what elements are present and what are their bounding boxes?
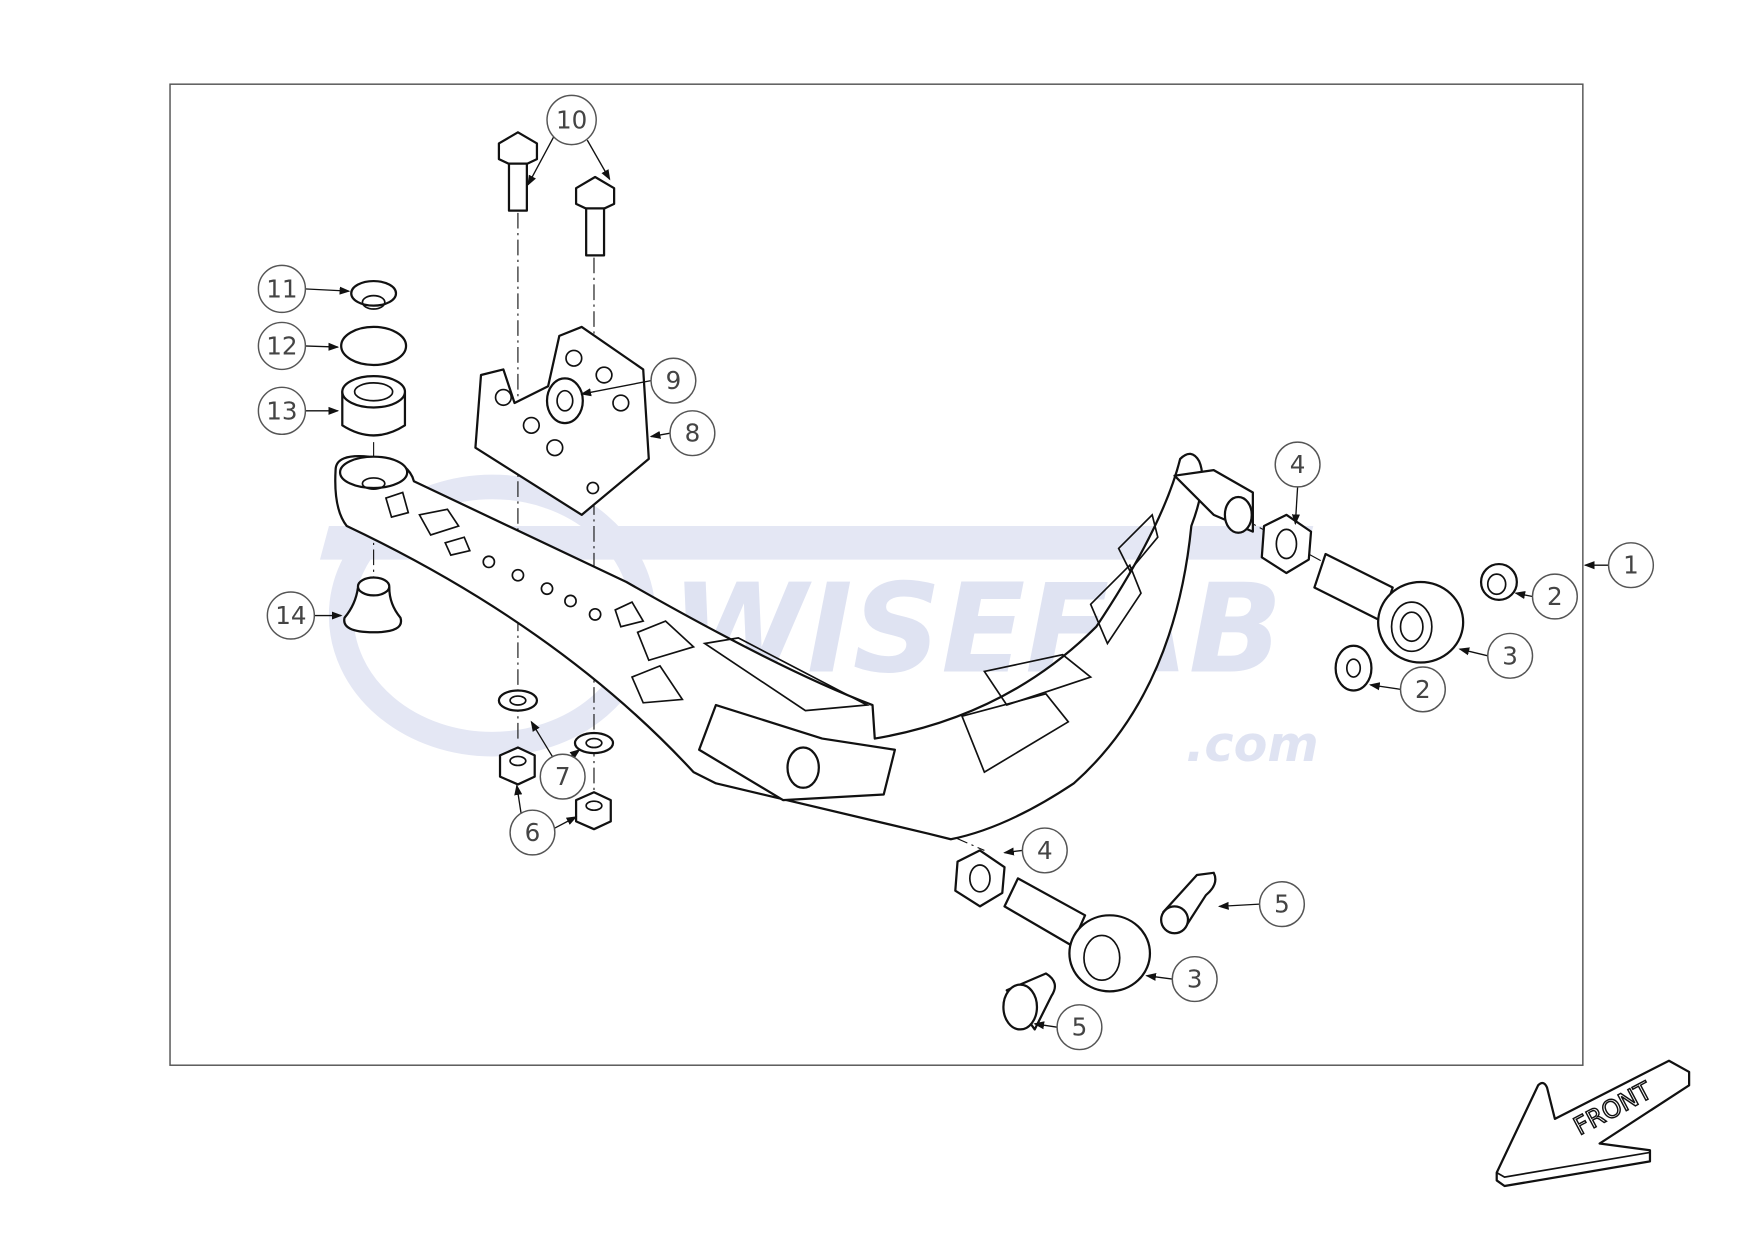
- svg-text:11: 11: [266, 274, 297, 303]
- balloon-11: 11: [257, 264, 307, 314]
- balloon-13: 13: [257, 386, 307, 436]
- balloon-10: 10: [546, 94, 597, 146]
- balloon-4-upper: 4: [1274, 441, 1321, 488]
- svg-text:3: 3: [1502, 641, 1518, 670]
- balloon-9: 9: [650, 357, 697, 404]
- svg-text:8: 8: [685, 419, 701, 448]
- svg-text:2: 2: [1547, 582, 1563, 611]
- balloon-12: 12: [257, 321, 307, 371]
- balloon-2-upper: 2: [1531, 573, 1578, 620]
- balloon-14: 14: [266, 591, 316, 640]
- washer-part-9: [545, 377, 584, 425]
- balloon-3-lower: 3: [1171, 955, 1218, 1003]
- bushing-stack: [340, 279, 408, 634]
- bolts-part-10: [497, 131, 616, 257]
- svg-text:12: 12: [266, 331, 297, 360]
- balloon-7: 7: [539, 753, 586, 800]
- front-direction-arrow: FRONT: [1495, 1059, 1691, 1188]
- svg-text:7: 7: [555, 762, 571, 791]
- balloon-6: 6: [509, 809, 556, 856]
- svg-text:2: 2: [1415, 675, 1431, 704]
- balloon-1: 1: [1607, 542, 1655, 589]
- svg-text:9: 9: [666, 366, 682, 395]
- drawing-frame: [169, 83, 1584, 1066]
- svg-text:3: 3: [1187, 965, 1203, 994]
- svg-text:13: 13: [266, 396, 297, 425]
- balloon-8: 8: [669, 410, 716, 457]
- svg-text:4: 4: [1037, 836, 1053, 865]
- rod-end-assembly-lower: [954, 849, 1217, 1031]
- svg-text:14: 14: [275, 601, 306, 630]
- svg-text:5: 5: [1274, 890, 1290, 919]
- balloon-4-lower: 4: [1021, 827, 1068, 874]
- balloon-5-upper: 5: [1258, 881, 1306, 928]
- lower-arm-part-1: [334, 452, 1254, 841]
- leader-lines: [304, 136, 1609, 1030]
- balloon-2-lower: 2: [1399, 666, 1446, 713]
- balloon-3-upper: 3: [1487, 632, 1534, 679]
- svg-text:1: 1: [1623, 551, 1639, 580]
- svg-text:6: 6: [525, 818, 541, 847]
- watermark-suffix: .com: [1186, 715, 1319, 773]
- svg-text:5: 5: [1072, 1013, 1088, 1042]
- svg-text:4: 4: [1290, 450, 1306, 479]
- nuts-washers-6-7: [497, 689, 615, 831]
- balloon-5-lower: 5: [1056, 1004, 1103, 1051]
- rod-end-assembly-right: [1260, 513, 1518, 692]
- svg-text:10: 10: [556, 105, 587, 134]
